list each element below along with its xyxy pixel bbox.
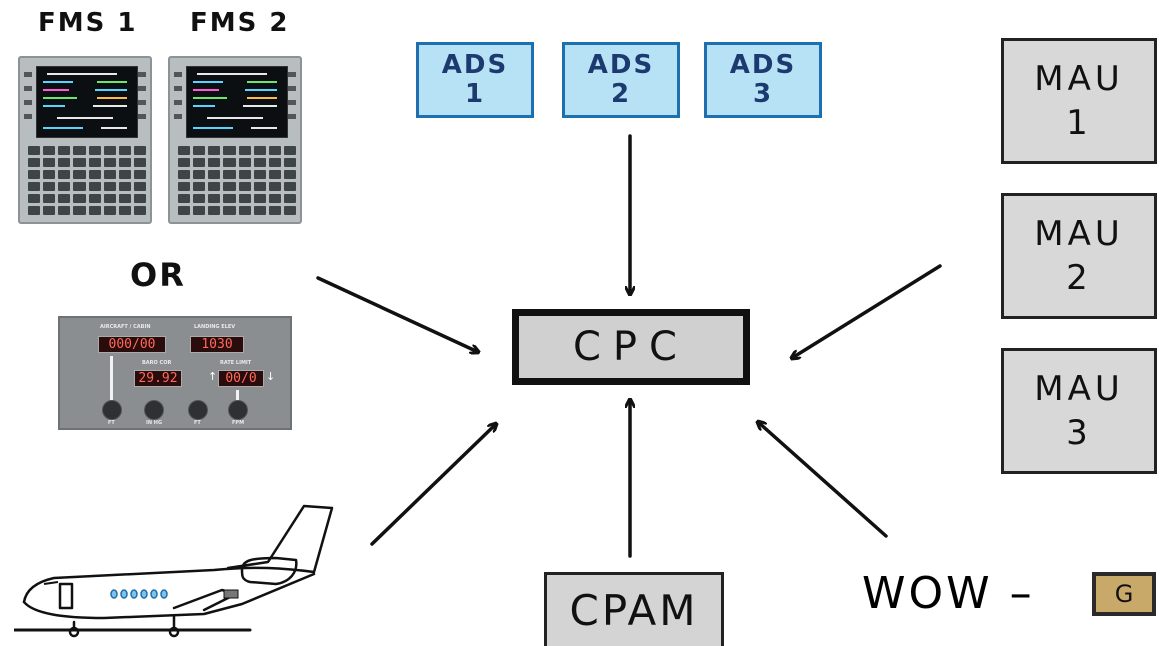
fuselage [22,504,334,604]
ads-2-number: 2 [610,79,632,109]
or-label: OR [130,256,186,294]
fms-2-title: FMS 2 [190,8,290,38]
rate-limit-display: 00/0 [218,370,264,387]
wow-ground-indicator: G [1092,572,1156,616]
aircraft-sketch [14,504,334,638]
knob-label: FT [108,420,115,426]
cabin-windows [110,589,168,599]
knob-label: FT [194,420,201,426]
cpam-label: CPAM [569,586,699,635]
mau-2-number: 2 [1066,258,1092,298]
cpc-label: CPC [573,324,689,370]
mau-1-box: MAU 1 [1001,38,1157,164]
ads-3-box: ADS 3 [704,42,822,118]
fms-2-screen [186,66,288,138]
aircraft-cabin-label: AIRCRAFT / CABIN [100,324,151,330]
ads-3-name: ADS [729,50,797,80]
baro-cor-label: BARO COR [142,360,172,366]
fms-2-panel [168,56,302,224]
fms-2-keypad [178,146,296,215]
mau-1-number: 1 [1066,103,1092,143]
cpam-box: CPAM [544,572,724,646]
fms-1-panel [18,56,152,224]
engine [240,556,298,586]
mau-3-number: 3 [1066,413,1092,453]
control-slot [110,356,113,404]
mau-1-name: MAU [1034,59,1124,99]
cpc-box: CPC [512,309,750,385]
mau-2-name: MAU [1034,214,1124,254]
fms-1-keypad [28,146,146,215]
knob-label: FPM [232,420,245,426]
arrow-aircraft-to-cpc [370,424,496,546]
cabin-pressure-panel: AIRCRAFT / CABIN LANDING ELEV 000/00 103… [58,316,292,430]
baro-cor-display: 29.92 [134,370,182,387]
ads-1-number: 1 [464,79,486,109]
mau-2-box: MAU 2 [1001,193,1157,319]
cabin-altitude-knob[interactable] [102,400,122,420]
fms-1-title: FMS 1 [38,8,138,38]
fms-1-screen [36,66,138,138]
rate-limit-label: RATE LIMIT [220,360,252,366]
wow-indicator-letter: G [1114,580,1134,608]
aircraft-cabin-display: 000/00 [98,336,166,353]
arrow-fms-to-cpc [316,276,478,352]
wow-label: WOW – [862,568,1035,619]
ads-2-box: ADS 2 [562,42,680,118]
rate-limit-knob[interactable] [228,400,248,420]
ads-1-name: ADS [441,50,509,80]
mau-3-name: MAU [1034,369,1124,409]
landing-elev-label: LANDING ELEV [194,324,236,330]
control-slot [236,390,239,402]
landing-elev-display: 1030 [190,336,244,353]
baro-knob[interactable] [144,400,164,420]
ads-2-name: ADS [587,50,655,80]
knob-label: IN HG [146,420,163,426]
down-arrow-icon: ↓ [266,370,276,383]
up-arrow-icon: ↑ [208,370,218,383]
landing-elev-knob[interactable] [188,400,208,420]
ads-1-box: ADS 1 [416,42,534,118]
arrow-mau-to-cpc [792,264,942,358]
mau-3-box: MAU 3 [1001,348,1157,474]
ads-3-number: 3 [752,79,774,109]
arrow-wow-to-cpc [758,422,888,538]
